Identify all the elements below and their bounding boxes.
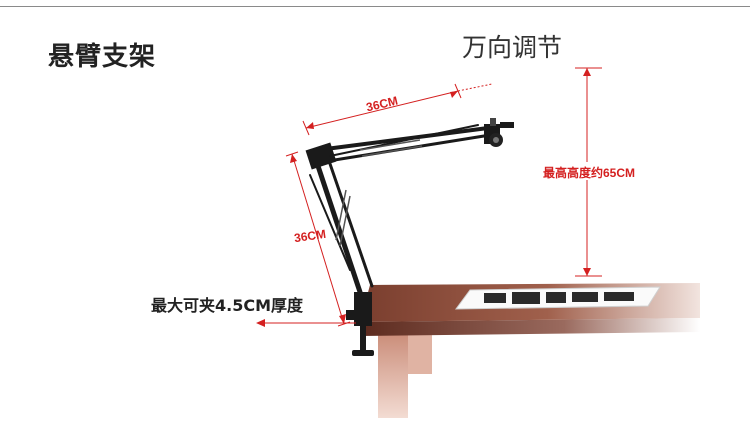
dimension-height-label-bg	[540, 162, 640, 180]
max-height-label: 最高高度约65CM	[543, 166, 636, 180]
lower-arm-springs	[335, 189, 351, 247]
dimension-height-arrow-bottom	[583, 268, 591, 276]
clamp-thickness-label: 最大可夹4.5CM厚度	[151, 296, 304, 315]
top-divider	[0, 6, 750, 7]
clamp-thickness-arrow	[256, 319, 356, 327]
lower-arm	[309, 156, 374, 295]
dimension-lower-arrow-bottom	[339, 314, 346, 324]
table-edge	[360, 318, 700, 336]
universal-adjust-caption: 万向调节	[462, 33, 563, 62]
upper-arm-springs	[359, 139, 423, 157]
table-leg-left	[378, 330, 408, 418]
dimension-height-arrow-top	[583, 68, 591, 76]
table-leg-right	[408, 330, 432, 374]
dimension-top-arrow-right	[450, 91, 458, 98]
dimension-lower-arrow-top	[290, 154, 297, 163]
paper-print	[484, 292, 634, 304]
page-title: 悬臂支架	[48, 42, 157, 72]
dimension-top-arrow-left	[306, 122, 314, 129]
ball-head-mount	[484, 118, 514, 147]
desk-clamp	[346, 292, 374, 356]
